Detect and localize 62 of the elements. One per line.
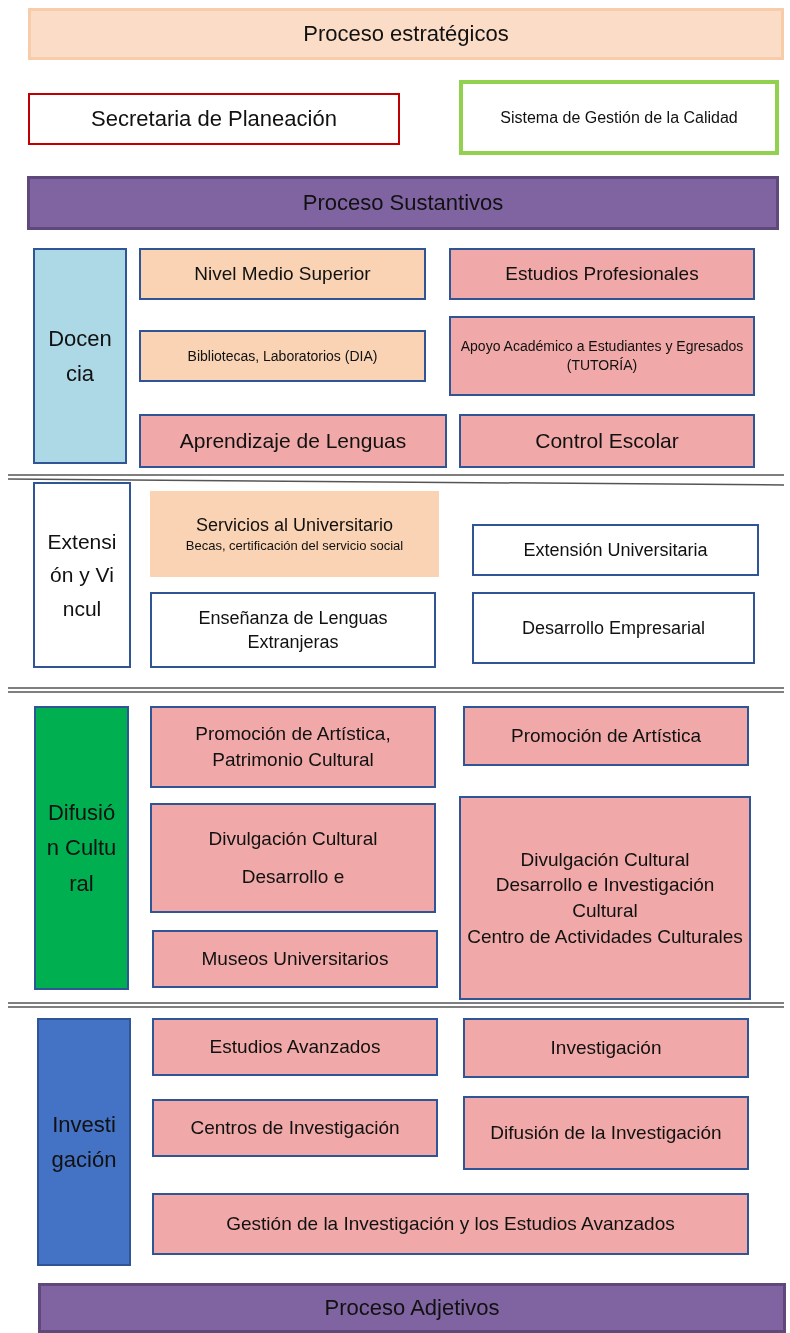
process-box [463,1018,749,1078]
box-label: Difusión de la Investigación [490,1121,722,1146]
box-label: Gestión de la Investigación y los Estudios Avanzados [226,1212,675,1237]
box-label: Enseñanza de Lenguas Extranjeras [197,606,389,654]
box-label: Difusión Cultural [46,799,117,898]
box-label: Extensión Universitaria [523,538,708,562]
box-label: Aprendizaje de Lenguas [179,427,407,454]
process-box [139,248,426,300]
process-band [27,176,779,230]
box-label: Promoción de Artística [510,724,702,749]
box-label: Nivel Medio Superior [194,262,371,287]
process-box [152,930,438,988]
process-band [38,1283,786,1333]
process-box [150,706,436,788]
process-box [449,248,755,300]
process-box [463,706,749,766]
box-label: Bibliotecas, Laboratorios (DIA) [187,346,378,366]
box-label: Museos Universitarios [201,947,389,972]
box-label: Promoción de Artística, Patrimonio Cultural [194,722,392,772]
box-label: Proceso Sustantivos [302,189,504,218]
box-label: Investigación [50,1110,118,1174]
box-text: Centro de Actividades Culturales [467,924,743,949]
process-box [150,491,439,577]
category-box [33,482,131,668]
category-box [33,248,127,464]
process-box [150,803,436,913]
box-label: Estudios Profesionales [505,262,699,287]
box-label: Divulgación Cultural [208,827,378,852]
process-box [28,93,400,145]
process-box [139,330,426,382]
box-label: Control Escolar [535,427,679,454]
process-box [152,1018,438,1076]
box-label: Extensión y Vincul [46,528,118,622]
box-label: Proceso Adjetivos [324,1294,500,1323]
box-label: Proceso estratégicos [303,20,509,49]
process-box [449,316,755,396]
process-box [459,414,755,468]
process-box [139,414,447,468]
box-text: Becas, certificación del servicio social [185,537,404,555]
process-box [152,1193,749,1255]
process-box [472,592,755,664]
box-label: Sistema de Gestión de la Calidad [500,107,738,128]
process-box [463,1096,749,1170]
process-box [459,80,779,155]
process-box [459,796,751,1000]
box-label: Estudios Avanzados [209,1035,381,1060]
box-label: Apoyo Académico a Estudiantes y Egresados (TUTORÍA) [459,337,745,375]
box-label: Centros de Investigación [190,1116,400,1141]
process-box [152,1099,438,1157]
box-label: Divulgación Cultural [520,847,690,872]
box-label: Servicios al Universitario [195,514,394,538]
box-label: Desarrollo Empresarial [521,616,706,640]
category-box [34,706,129,990]
process-box [150,592,436,668]
box-text: Desarrollo e Investigación Cultural [494,873,716,923]
process-box [472,524,759,576]
box-label: Docencia [47,324,113,388]
box-label: Investigación [550,1036,662,1061]
box-label: Secretaria de Planeación [91,105,337,134]
process-band [28,8,784,60]
category-box [37,1018,131,1266]
box-text: Desarrollo e [241,865,345,889]
